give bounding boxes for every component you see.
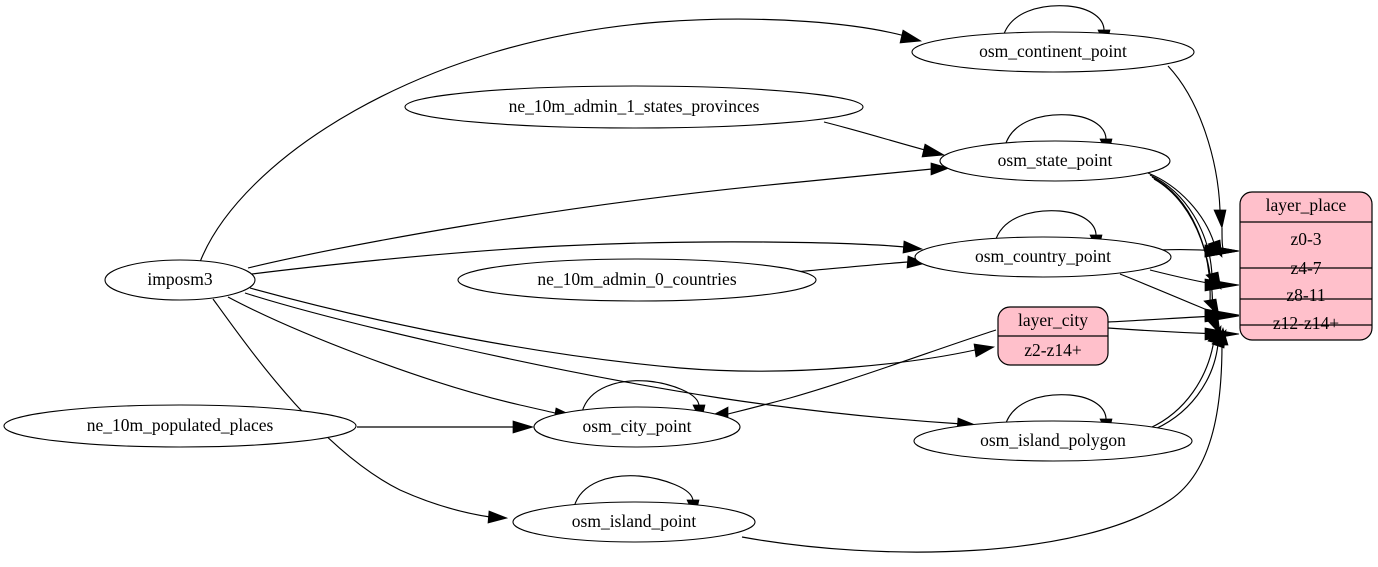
node-ne_10m_populated_places[interactable]: ne_10m_populated_places [3,404,357,448]
edge-imposm3-to-osm_state_point [247,162,951,269]
node-osm_city_point[interactable]: osm_city_point [533,406,741,448]
record-row-layer_place-z4_7[interactable]: z4-7 [1290,258,1321,278]
node-label-osm_country_point: osm_country_point [975,246,1111,266]
edge-osm_state_point-to-layer_place-z0_3 [1147,172,1223,258]
node-ne_10m_admin_1_states_provinces[interactable]: ne_10m_admin_1_states_provinces [404,85,864,129]
node-label-imposm3: imposm3 [147,269,212,289]
edge-imposm3-to-layer_city [249,287,996,372]
node-label-ne_10m_populated_places: ne_10m_populated_places [87,415,274,435]
record-row-layer_place-z8_11[interactable]: z8-11 [1286,285,1325,305]
edge-osm_island_point-to-layer_place-z12_14 [741,326,1229,553]
edge-osm_country_point-to-layer_place-z4_7 [1149,269,1240,292]
edge-imposm3-to-osm_city_point [227,296,577,421]
edge-ne_10m_populated_places-to-osm_city_point [357,420,535,434]
record-row-layer_place-z0_3[interactable]: z0-3 [1290,229,1321,249]
edge-layer_city-to-osm_city_point [705,329,997,422]
record-body-layer_place [1239,191,1373,341]
edge-osm_continent_point-to-layer_place-z0_3 [1167,65,1227,230]
edge-ne_10m_admin_1_states_provinces-to-osm_state_point [823,121,946,158]
node-osm_country_point[interactable]: osm_country_point [914,236,1172,278]
record-row-layer_place-header: layer_place [1266,195,1347,215]
record-row-layer_city-z2_14[interactable]: z2-z14+ [1024,340,1082,360]
node-label-osm_state_point: osm_state_point [998,150,1113,170]
edge-imposm3-to-osm_country_point [251,240,924,275]
node-layer: imposm3 osm_continent_point ne_10m_admin… [3,31,1373,543]
record-node-layer_place[interactable]: layer_place z0-3 z4-7 z8-11 z12-z14+ [1239,191,1373,341]
node-label-ne_10m_admin_1_states_provinces: ne_10m_admin_1_states_provinces [509,96,760,116]
node-label-osm_continent_point: osm_continent_point [979,41,1127,61]
node-imposm3[interactable]: imposm3 [104,259,256,301]
edge-osm_island_polygon-to-layer_place-z12_14-b [1147,329,1227,433]
node-label-osm_island_point: osm_island_point [572,511,697,531]
node-osm_island_polygon[interactable]: osm_island_polygon [913,420,1193,462]
edge-osm_island_polygon-to-layer_place-z12_14 [1149,324,1222,429]
node-osm_continent_point[interactable]: osm_continent_point [911,31,1195,73]
record-row-layer_place-z12_14[interactable]: z12-z14+ [1273,313,1339,333]
edge-imposm3-to-osm_continent_point [199,18,923,263]
node-label-osm_city_point: osm_city_point [583,416,692,436]
edge-osm_country_point-to-layer_place-z0_3 [1159,244,1240,258]
edge-imposm3-to-osm_island_point [212,298,509,524]
node-osm_state_point[interactable]: osm_state_point [939,140,1171,182]
node-ne_10m_admin_0_countries[interactable]: ne_10m_admin_0_countries [457,258,817,302]
edge-layer_city-to-layer_place-z8_11 [1107,309,1240,323]
node-osm_island_point[interactable]: osm_island_point [512,501,756,543]
record-node-layer_city[interactable]: layer_city z2-z14+ [997,306,1109,366]
edge-layer [199,5,1240,553]
record-row-layer_city-header: layer_city [1018,310,1088,330]
node-label-osm_island_polygon: osm_island_polygon [980,430,1126,450]
edge-ne_10m_admin_0_countries-to-osm_country_point [794,255,928,273]
node-label-ne_10m_admin_0_countries: ne_10m_admin_0_countries [537,269,736,289]
